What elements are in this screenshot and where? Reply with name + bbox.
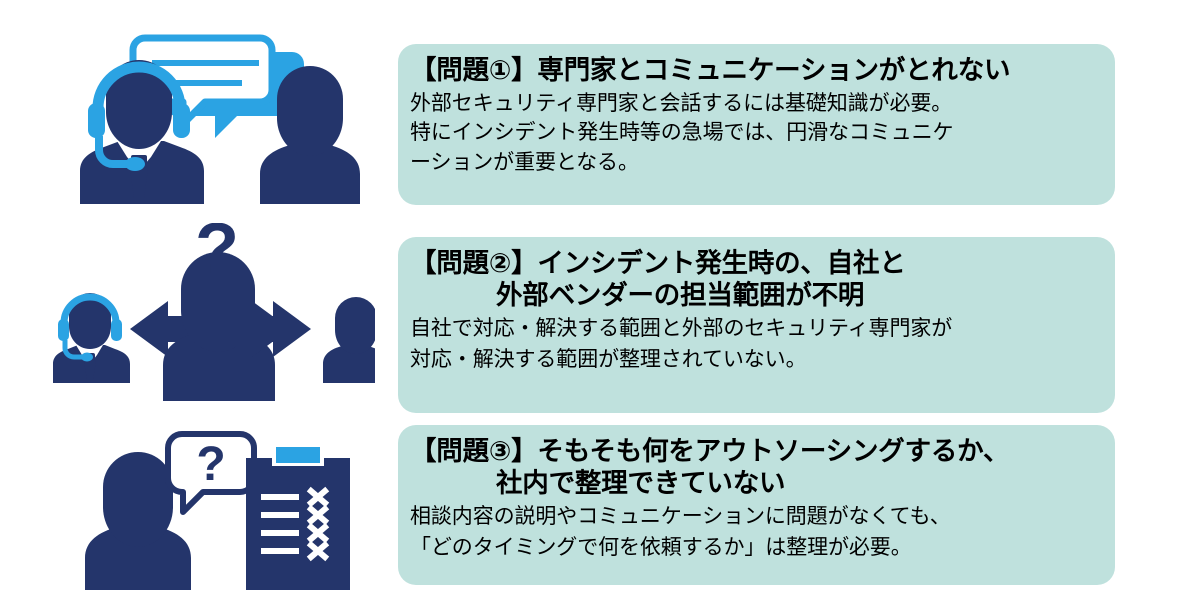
operator-and-client-speech-bubbles-icon [80, 34, 360, 204]
responsibility-split-arrows-icon: ? [53, 223, 375, 401]
problem-row-3: ? [0, 410, 1200, 600]
problem-row-2: ? 【問題②】インシデント発生時の、自社と 外部ベンダーの担当範囲が不明 自社で… [0, 215, 1200, 413]
problem-3-icon-cell: ? [0, 410, 398, 600]
problem-2-icon-cell: ? [0, 215, 398, 410]
speech-bubble-front [129, 34, 276, 128]
clipboard-icon [246, 447, 350, 590]
clipboard-line-3 [261, 530, 299, 536]
svg-text:?: ? [195, 223, 239, 289]
question-mark-glyph: ? [195, 223, 239, 289]
problem-1-body-line-3: ーションが重要となる。 [410, 150, 639, 174]
problem-2-title-line-2: 外部ベンダーの担当範囲が不明 [496, 279, 865, 310]
problem-row-1: 【問題①】専門家とコミュニケーションがとれない 外部セキュリティ専門家と会話する… [0, 0, 1200, 215]
problem-1-body-line-1: 外部セキュリティ専門家と会話するには基礎知識が必要。 [410, 91, 953, 115]
bubble-text-line-2 [152, 80, 242, 86]
problem-1-panel: 【問題①】専門家とコミュニケーションがとれない 外部セキュリティ専門家と会話する… [398, 44, 1115, 205]
problem-3-panel: 【問題③】そもそも何をアウトソーシングするか、 社内で整理できていない 相談内容… [398, 425, 1115, 585]
clipboard-line-1 [261, 494, 299, 500]
problem-2-title-line-1: 【問題②】インシデント発生時の、自社と [410, 248, 906, 278]
person-question-clipboard-icon: ? [85, 431, 350, 590]
problem-2-panel: 【問題②】インシデント発生時の、自社と 外部ベンダーの担当範囲が不明 自社で対応… [398, 237, 1115, 413]
left-arrow [130, 301, 213, 357]
problem-2-body-line-2: 対応・解決する範囲が整理されていない。 [410, 348, 807, 372]
operator-figure [80, 60, 204, 204]
small-client-figure [323, 297, 375, 383]
problem-2-body-line-1: 自社で対応・解決する範囲と外部のセキュリティ専門家が [410, 316, 953, 340]
problem-3-panel-cell: 【問題③】そもそも何をアウトソーシングするか、 社内で整理できていない 相談内容… [398, 410, 1200, 600]
small-operator-figure [53, 293, 130, 383]
person-figure [85, 452, 191, 590]
clipboard-line-2 [261, 512, 299, 518]
right-arrow-shape [251, 301, 311, 357]
problem-1-panel-cell: 【問題①】専門家とコミュニケーションがとれない 外部セキュリティ専門家と会話する… [398, 0, 1200, 215]
question-speech-bubble: ? [165, 431, 257, 515]
problem-3-title-line-1: 【問題③】そもそも何をアウトソーシングするか、 [410, 436, 1010, 466]
problem-3-body-line-2: 「どのタイミングで何を依頼するか」は整理が必要。 [410, 536, 912, 560]
problem-2-panel-cell: 【問題②】インシデント発生時の、自社と 外部ベンダーの担当範囲が不明 自社で対応… [398, 215, 1200, 413]
bubble-text-line-1 [152, 60, 259, 66]
clipboard-x-marks [306, 486, 330, 562]
right-arrow [207, 301, 290, 357]
clipboard-line-4 [261, 548, 299, 554]
problem-3-title-line-2: 社内で整理できていない [496, 467, 786, 498]
problem-1-body-line-2: 特にインシデント発生時等の急場では、円滑なコミュニケ [410, 121, 954, 145]
svg-text:?: ? [196, 438, 225, 491]
problem-1-title-line-1: 【問題①】専門家とコミュニケーションがとれない [410, 55, 1011, 85]
client-figure [260, 66, 360, 204]
problem-3-body-line-1: 相談内容の説明やコミュニケーションに問題がなくても、 [410, 504, 951, 528]
problem-1-icon-cell [0, 0, 398, 215]
